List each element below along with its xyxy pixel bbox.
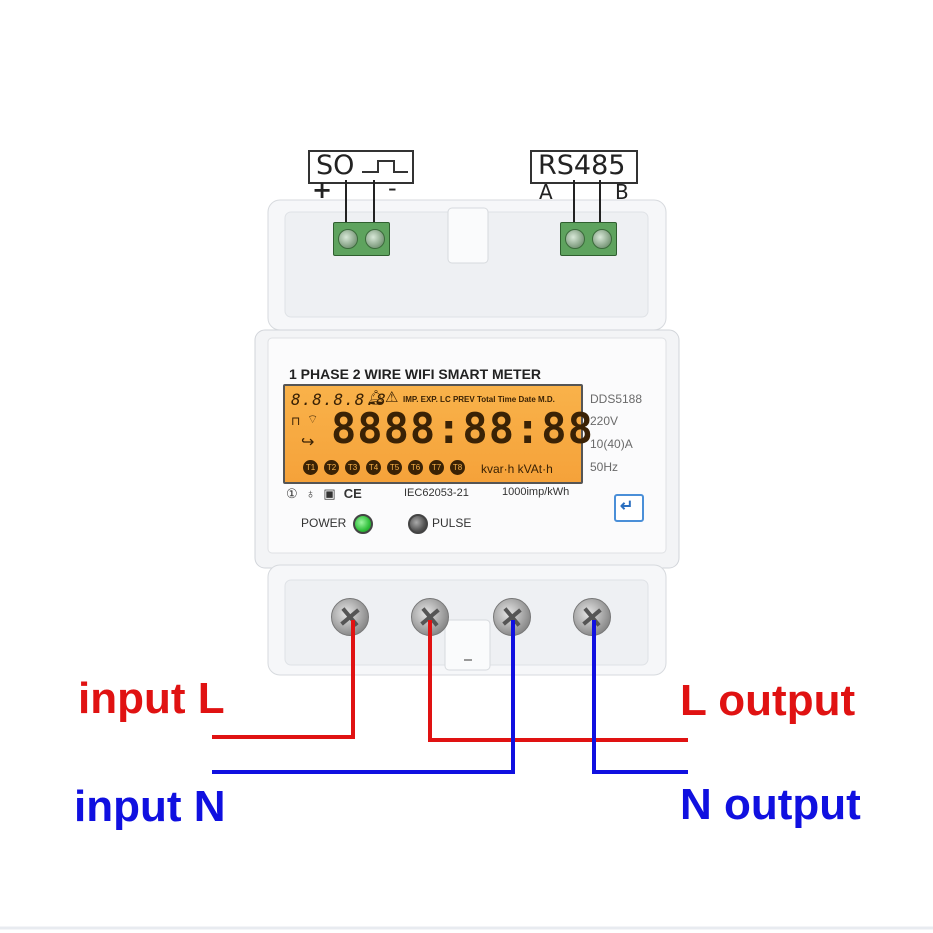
bell-icon: 🔔︎ [367, 389, 385, 405]
tariff-row: T1 T2 T3 T4 T5 T6 T7 T8 [303, 460, 465, 475]
lcd-indicators: IMP. EXP. LC PREV Total Time Date M.D. [403, 395, 555, 404]
pulse-wave-icon [362, 160, 408, 173]
input-l-wire [212, 620, 355, 739]
meter-constant: 1000imp/kWh [502, 486, 570, 498]
standard-label: IEC62053-21 [404, 487, 469, 499]
rated-voltage: 220V [590, 414, 619, 428]
certification-icons: ① ♁ ▣ CE [286, 486, 362, 502]
tariff-t5: T5 [387, 460, 402, 475]
rs485-terminal-label-box: RS485 [530, 150, 638, 184]
output-l-label: L output [680, 676, 856, 725]
lcd-units: kvar·h kVAt·h [481, 462, 553, 476]
input-l-screw[interactable] [331, 598, 369, 636]
input-l-label: input L [78, 674, 225, 723]
tariff-t7: T7 [429, 460, 444, 475]
tariff-t6: T6 [408, 460, 423, 475]
tariff-t2: T2 [324, 460, 339, 475]
pulse-label: PULSE [432, 516, 472, 530]
enter-button[interactable]: ↵ [614, 494, 644, 522]
rs485-b-label: B [615, 180, 629, 204]
rs485-terminal-block [560, 222, 617, 256]
input-n-wire [212, 620, 515, 774]
ce-mark-icon: CE [343, 486, 362, 501]
rs485-label: RS485 [538, 150, 626, 181]
double-insulation-icon: ▣ [323, 486, 336, 501]
tariff-t4: T4 [366, 460, 381, 475]
input-n-label: input N [74, 782, 226, 831]
tariff-t8: T8 [450, 460, 465, 475]
so-minus-label: - [388, 174, 397, 202]
meter-title: 1 PHASE 2 WIRE WIFI SMART METER [289, 366, 542, 382]
rs485-a-screw[interactable] [565, 229, 585, 249]
class-one-icon: ① [286, 486, 298, 501]
so-terminal-block [333, 222, 390, 256]
so-terminal-label-box: SO [308, 150, 414, 184]
lcd-main-digits: 8888:88:88 [331, 404, 594, 453]
model-number: DDS5188 [590, 392, 643, 406]
output-n-screw[interactable] [573, 598, 611, 636]
warning-icon: ⚠ [385, 389, 399, 406]
power-led [353, 514, 373, 534]
wifi-icon: ⌔ [307, 412, 319, 426]
tariff-t3: T3 [345, 460, 360, 475]
so-label: SO [316, 150, 355, 181]
so-minus-screw[interactable] [365, 229, 385, 249]
rated-current: 10(40)A [590, 437, 633, 451]
output-l-wire [428, 620, 688, 742]
return-icon: ↵ [620, 498, 634, 515]
thermometer-icon: ♁ [305, 486, 316, 501]
tariff-t1: T1 [303, 460, 318, 475]
lcd-small-digits: 8.8.8.8.8 [291, 390, 387, 409]
output-n-label: N output [680, 780, 861, 829]
so-plus-label: + [312, 176, 333, 204]
lock-icon: ⊓ [291, 414, 301, 428]
so-plus-screw[interactable] [338, 229, 358, 249]
phone-icon: ↪ [301, 434, 315, 451]
rs485-b-screw[interactable] [592, 229, 612, 249]
power-label: POWER [301, 516, 347, 530]
output-n-wire [592, 620, 688, 774]
rs485-a-label: A [539, 180, 553, 204]
rated-frequency: 50Hz [590, 460, 619, 474]
pulse-led [408, 514, 428, 534]
lcd-display: 8.8.8.8.8 🔔︎ ⚠ IMP. EXP. LC PREV Total T… [283, 384, 593, 484]
